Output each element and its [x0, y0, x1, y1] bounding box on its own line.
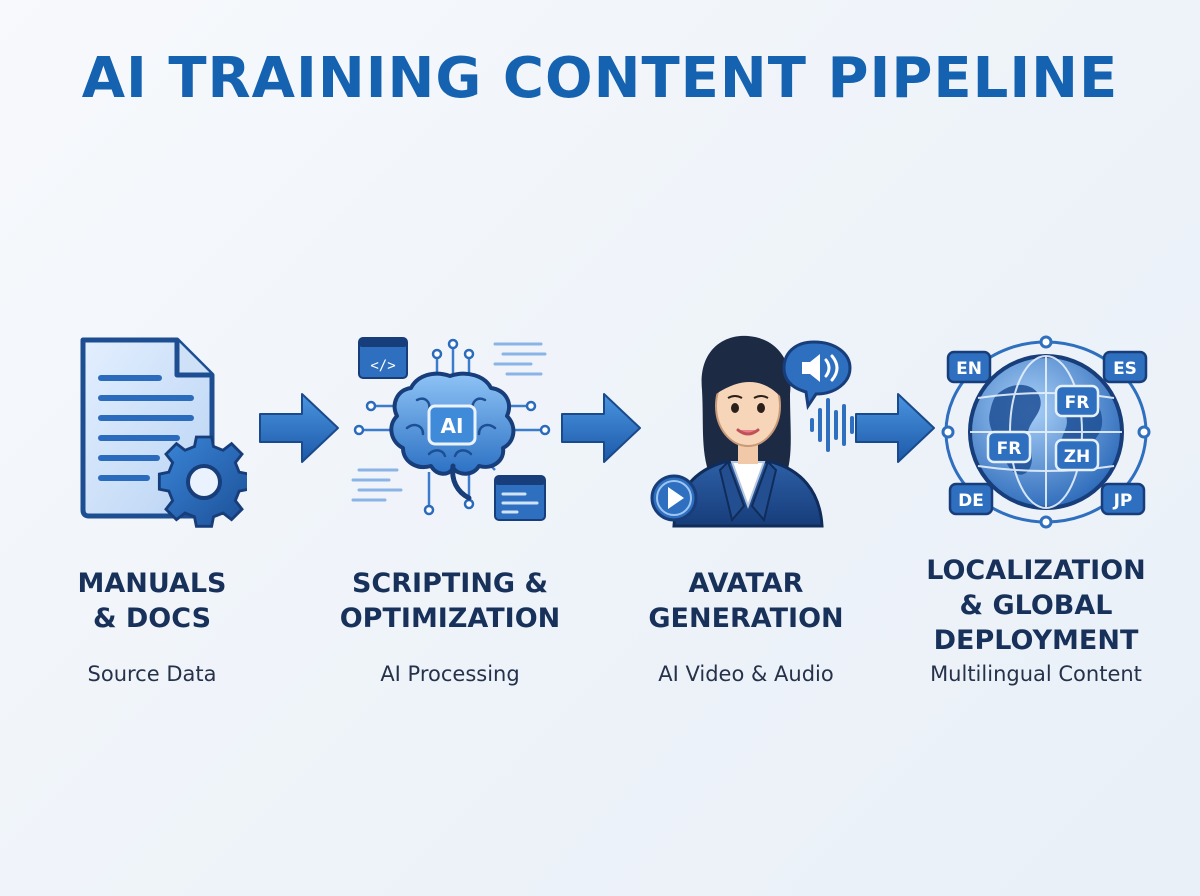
- stage-title-line: MANUALS: [77, 568, 227, 599]
- ai-brain-icon: </>: [351, 337, 551, 521]
- page-title: AI TRAINING CONTENT PIPELINE: [81, 46, 1119, 111]
- arrow-right-icon: [259, 393, 339, 463]
- language-badge-label: FR: [1065, 393, 1090, 413]
- stage-subtitle: AI Video & Audio: [658, 662, 834, 686]
- language-badge: FR: [986, 430, 1032, 464]
- arrow-right-icon: [561, 393, 641, 463]
- svg-text:</>: </>: [370, 358, 395, 374]
- language-badge-label: ZH: [1064, 447, 1091, 467]
- ai-chip-label: AI: [441, 414, 464, 438]
- stage-title-line: & DOCS: [92, 603, 212, 634]
- language-badge: EN: [946, 350, 992, 384]
- stage-title-line: LOCALIZATION: [926, 555, 1146, 586]
- stage-manuals-docs: MANUALS & DOCS Source Data: [22, 0, 282, 896]
- stage-title-line: AVATAR: [688, 568, 804, 599]
- stage-title-line: GENERATION: [648, 603, 844, 634]
- stage-title-line: DEPLOYMENT: [933, 625, 1139, 656]
- language-badge: JP: [1100, 482, 1146, 516]
- language-badge: DE: [948, 482, 994, 516]
- language-badge: ES: [1102, 350, 1148, 384]
- language-badge: ZH: [1054, 438, 1100, 472]
- stage-title: LOCALIZATION & GLOBAL DEPLOYMENT: [906, 553, 1166, 658]
- globe-languages-icon: EN ES FR FR ZH DE: [941, 335, 1151, 529]
- document-gear-icon: [80, 337, 247, 528]
- stage-subtitle: Multilingual Content: [930, 662, 1142, 686]
- stage-title-line: SCRIPTING &: [351, 568, 549, 599]
- stage-scripting-optimization: </>: [320, 0, 580, 896]
- stage-subtitle: AI Processing: [380, 662, 520, 686]
- stage-title: AVATAR GENERATION: [616, 566, 876, 636]
- stage-title-line: & GLOBAL: [959, 590, 1113, 621]
- avatar-presenter-icon: [650, 335, 854, 528]
- arrow-right-icon: [855, 393, 935, 463]
- language-badge-label: ES: [1113, 359, 1137, 379]
- language-badge-label: DE: [958, 491, 984, 511]
- stage-localization-deployment: EN ES FR FR ZH DE: [906, 0, 1166, 896]
- stage-avatar-generation: AVATAR GENERATION AI Video & Audio: [616, 0, 876, 896]
- stage-subtitle: Source Data: [87, 662, 217, 686]
- stage-title-line: OPTIMIZATION: [339, 603, 561, 634]
- language-badge: FR: [1054, 384, 1100, 418]
- language-badge-label: JP: [1113, 491, 1133, 511]
- stage-title: MANUALS & DOCS: [22, 566, 282, 636]
- language-badge-label: FR: [997, 439, 1022, 459]
- language-badge-label: EN: [956, 359, 982, 379]
- stage-title: SCRIPTING & OPTIMIZATION: [320, 566, 580, 636]
